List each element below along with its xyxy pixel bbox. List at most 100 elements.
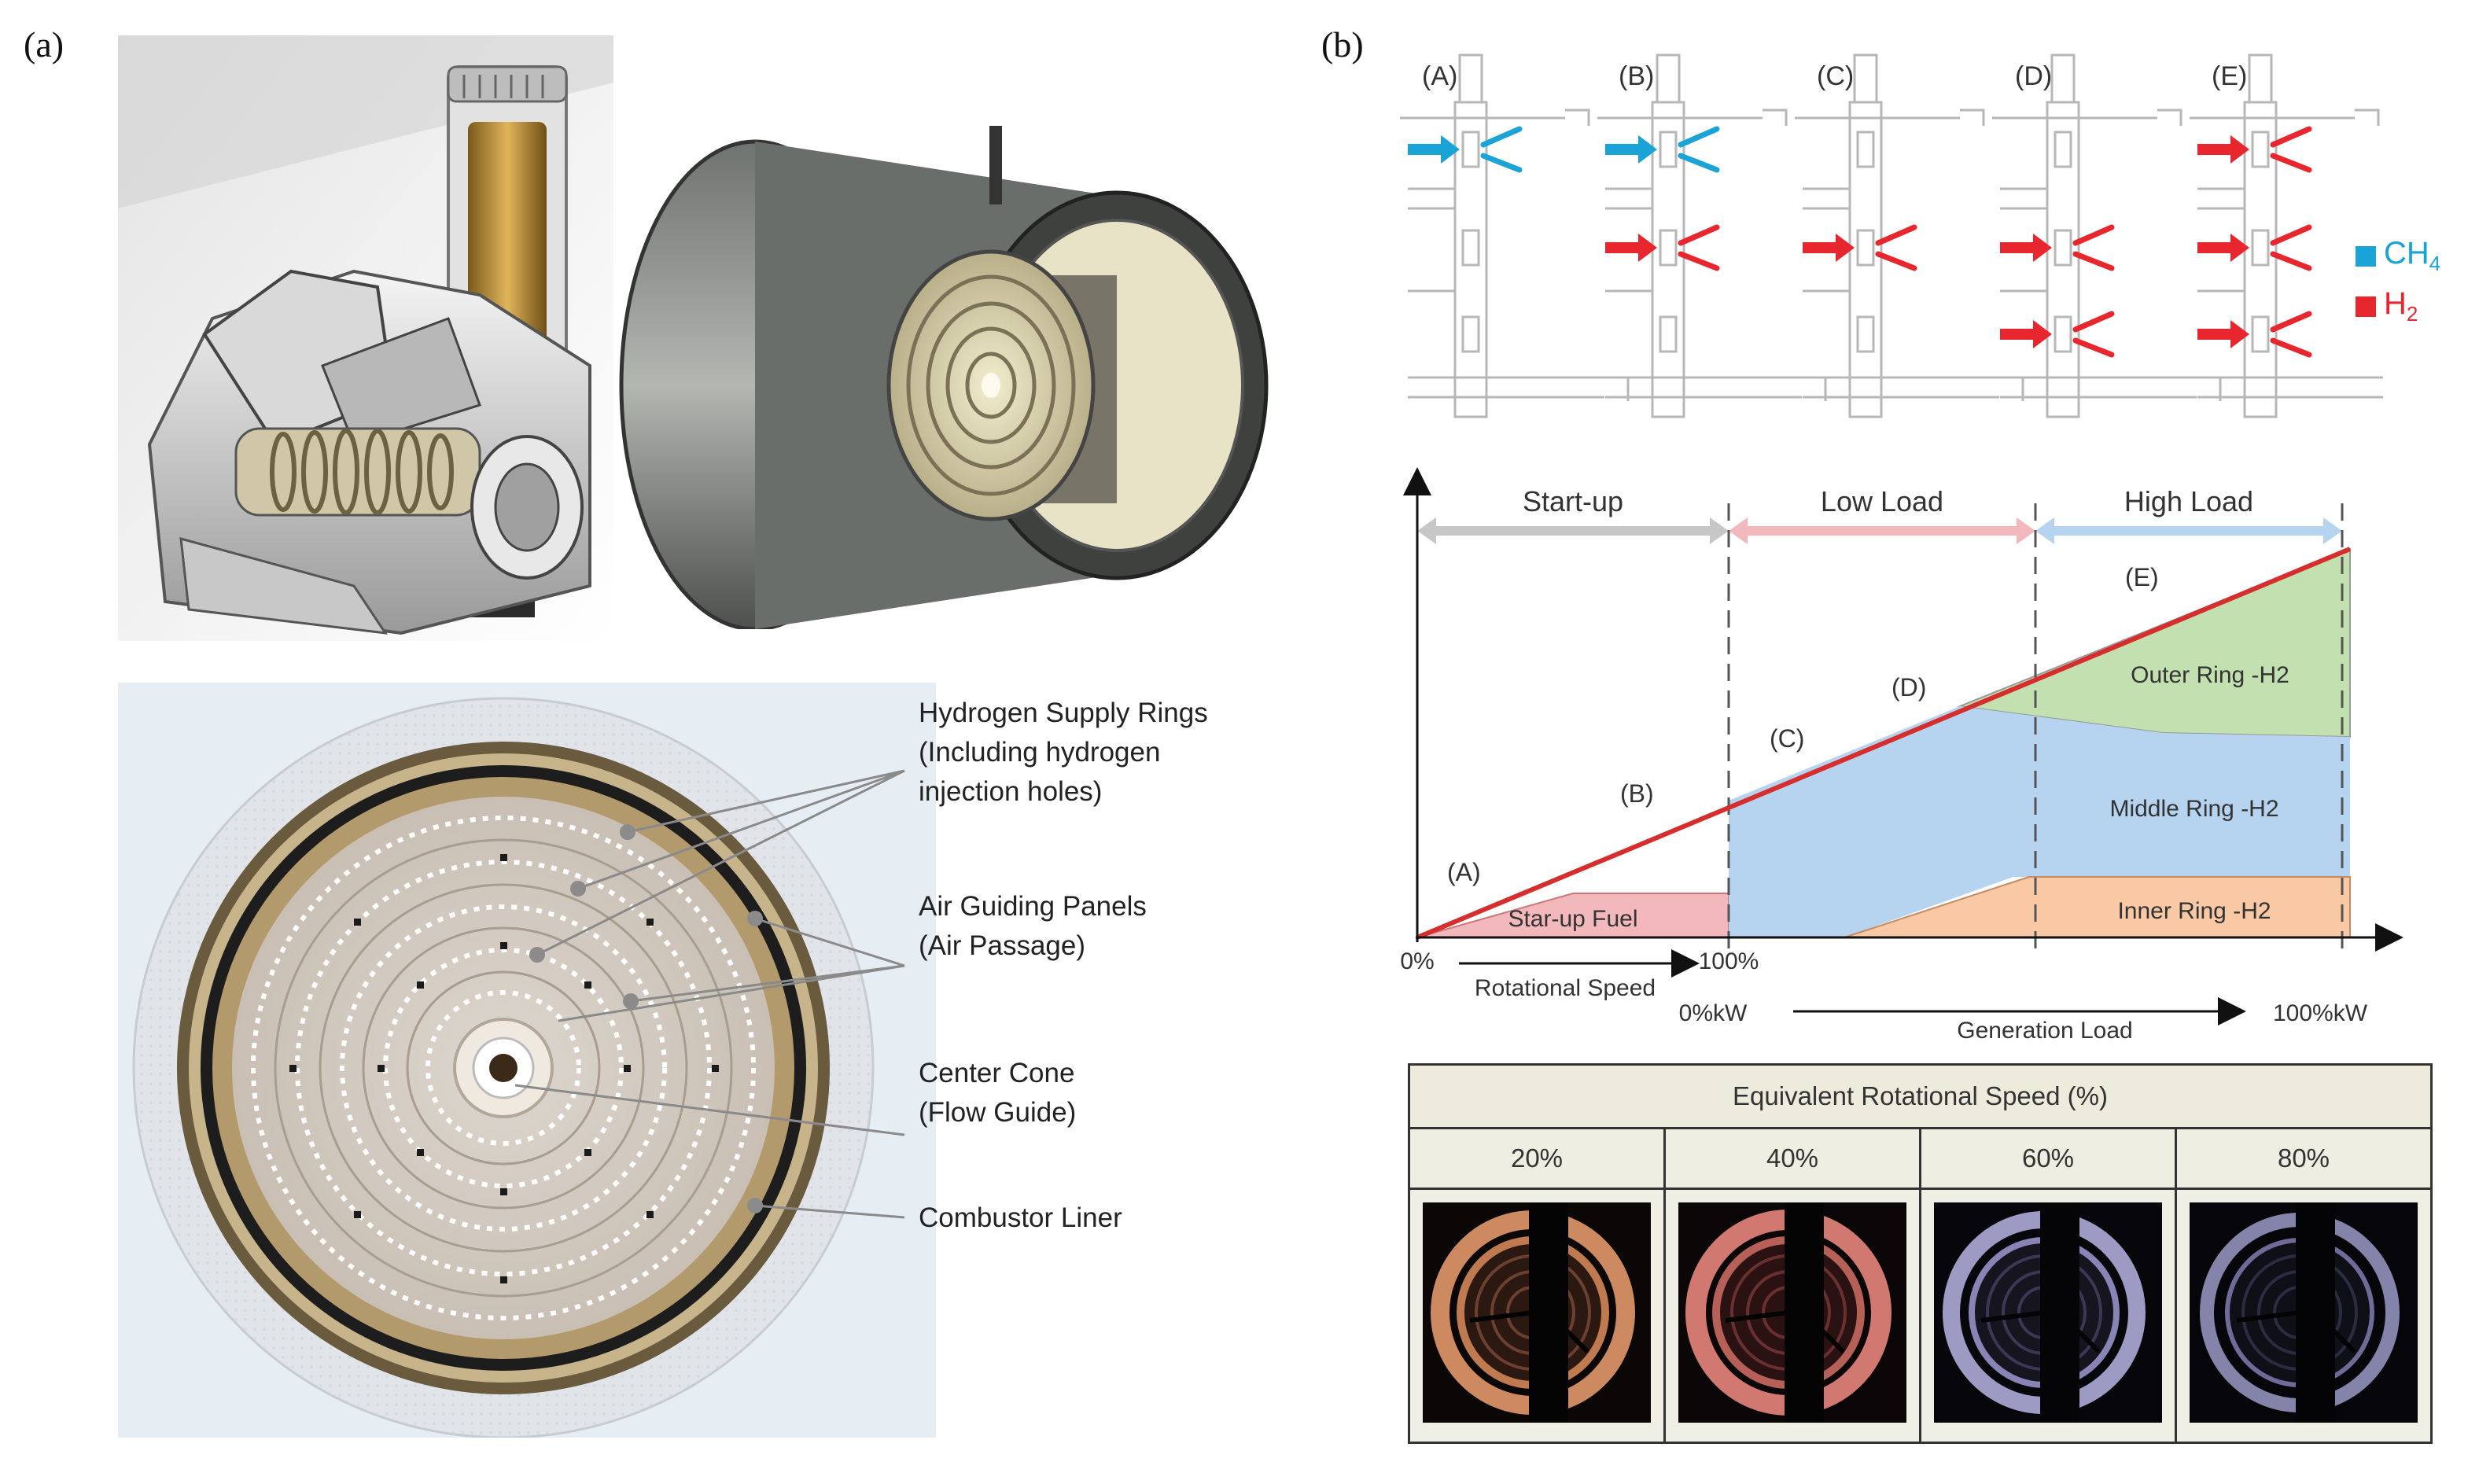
- turbine-cutaway-illustration: [118, 35, 613, 641]
- flame-photo-60: [1934, 1202, 2162, 1423]
- panel-a-label: (a): [24, 24, 64, 64]
- callout-line: Combustor Liner: [919, 1202, 1122, 1233]
- flame-speed-20: 20%: [1408, 1127, 1666, 1190]
- callout-line: injection holes): [919, 776, 1103, 807]
- callout-line: (Air Passage): [919, 930, 1086, 961]
- stage-label-d: (D): [2015, 61, 2053, 91]
- callout-line: (Including hydrogen: [919, 737, 1161, 768]
- callout-combustor-liner: Combustor Liner: [919, 1199, 1122, 1238]
- point-label-e: (E): [2125, 563, 2159, 591]
- load-start-label: 0%kW: [1679, 1000, 1748, 1026]
- fuel-jet: [1875, 251, 1917, 271]
- stage-label-c: (C): [1817, 61, 1855, 91]
- fuel-inlet-arrow: [1605, 234, 1657, 262]
- region-label-inner-ring: Inner Ring -H2: [2117, 898, 2271, 924]
- legend-ch4-swatch: [2356, 245, 2376, 267]
- legend-h2-swatch: [2356, 296, 2376, 317]
- injector-schematic: [1795, 53, 2024, 418]
- fuel-jet: [1678, 224, 1720, 246]
- fuel-inlet-arrow: [2000, 320, 2052, 348]
- flame-speed-60: 60%: [1919, 1127, 2177, 1190]
- point-label-c: (C): [1770, 724, 1804, 753]
- fuel-jet: [2072, 251, 2115, 271]
- legend-ch4-subscript: 4: [2429, 252, 2441, 275]
- fuel-inlet-arrow: [2000, 234, 2052, 262]
- load-end-label: 100%kW: [2273, 1000, 2368, 1026]
- fuel-jet: [1480, 126, 1523, 148]
- combustor-top-view: [118, 683, 936, 1438]
- legend-h2-subscript: 2: [2406, 302, 2418, 326]
- flame-photo-cell-40: [1663, 1188, 1921, 1444]
- fuel-jet: [1875, 224, 1917, 246]
- injector-schematic: [1992, 53, 2222, 418]
- callout-air-guiding-panels: Air Guiding Panels (Air Passage): [919, 887, 1147, 966]
- fuel-jet: [1678, 153, 1720, 173]
- point-label-b: (B): [1620, 779, 1654, 808]
- fuel-jet: [2270, 251, 2312, 271]
- legend-h2-label: H2: [2384, 286, 2418, 326]
- legend-ch4: CH4: [2356, 236, 2440, 276]
- region-label-middle-ring: Middle Ring -H2: [2109, 796, 2278, 822]
- callout-line: Air Guiding Panels: [919, 891, 1147, 922]
- fuel-jet: [2270, 337, 2312, 358]
- legend-h2-text: H: [2384, 286, 2407, 321]
- rotational-speed-label: Rotational Speed: [1475, 975, 1656, 1001]
- total-fuel-line: [1416, 547, 2352, 940]
- injector-schematic: [2190, 53, 2383, 418]
- region-label-outer-ring: Outer Ring -H2: [2131, 662, 2289, 688]
- callout-line: (Flow Guide): [919, 1097, 1077, 1128]
- flame-photo-cell-80: [2175, 1188, 2433, 1444]
- flame-photo-cell-60: [1919, 1188, 2177, 1444]
- flame-photo-80: [2190, 1202, 2418, 1423]
- phase-lowload-arrow: [1729, 517, 2035, 544]
- fuel-jet: [2270, 224, 2312, 246]
- point-label-d: (D): [1891, 673, 1926, 701]
- legend-ch4-label: CH4: [2384, 236, 2440, 276]
- region-middle-lower: [1729, 801, 2035, 937]
- phase-startup-arrow: [1417, 517, 1729, 544]
- region-middle-ring: [1729, 706, 2350, 877]
- injector-schematic: [1400, 53, 1630, 418]
- callout-hydrogen-supply-rings: Hydrogen Supply Rings (Including hydroge…: [919, 694, 1208, 812]
- fuel-inlet-arrow: [2197, 135, 2249, 164]
- fuel-inlet-arrow: [2197, 234, 2249, 262]
- combustor-3d-illustration: [619, 126, 1269, 629]
- fuel-inlet-arrow: [2197, 320, 2249, 348]
- x-label-100: 100%: [1699, 948, 1759, 974]
- fuel-jet: [2270, 153, 2312, 173]
- fuel-inlet-arrow: [1408, 135, 1460, 164]
- legend-ch4-text: CH: [2384, 236, 2429, 271]
- flame-photo-table: Equivalent Rotational Speed (%) 20% 40% …: [1408, 1063, 2433, 1444]
- fuel-inlet-arrow: [1803, 234, 1855, 262]
- phase-label-lowload: Low Load: [1821, 485, 1943, 517]
- flame-speed-40: 40%: [1663, 1127, 1921, 1190]
- fuel-jet: [1678, 126, 1720, 148]
- flame-photo-20: [1423, 1202, 1651, 1423]
- fuel-jet: [2270, 126, 2312, 148]
- callout-line: Hydrogen Supply Rings: [919, 698, 1208, 728]
- fuel-jet: [1480, 153, 1523, 173]
- phase-label-highload: High Load: [2124, 485, 2253, 517]
- flame-speed-80: 80%: [2175, 1127, 2433, 1190]
- phase-highload-arrow: [2035, 517, 2342, 544]
- fuel-schedule-chart: Start-up Low Load High Load (A) (B) (C) …: [1400, 467, 2403, 1044]
- fuel-inlet-arrow: [1605, 135, 1657, 164]
- stage-label-a: (A): [1422, 61, 1458, 91]
- fuel-jet: [2072, 337, 2115, 358]
- fuel-jet: [2270, 311, 2312, 333]
- injector-schematics: [1400, 53, 2383, 418]
- x-label-0: 0%: [1400, 948, 1434, 974]
- fuel-jet: [1678, 251, 1720, 271]
- phase-label-startup: Start-up: [1523, 485, 1623, 517]
- fuel-jet: [2072, 311, 2115, 333]
- flame-table-header: Equivalent Rotational Speed (%): [1408, 1063, 2433, 1129]
- stage-label-b: (B): [1619, 61, 1655, 91]
- stage-label-e: (E): [2212, 61, 2248, 91]
- flame-photo-cell-20: [1408, 1188, 1666, 1444]
- generation-load-label: Generation Load: [1957, 1018, 2133, 1044]
- flame-photo-40: [1678, 1202, 1906, 1423]
- fuel-jet: [2072, 224, 2115, 246]
- legend-h2: H2: [2356, 286, 2418, 326]
- callout-center-cone: Center Cone (Flow Guide): [919, 1054, 1076, 1132]
- injector-schematic: [1597, 53, 1827, 418]
